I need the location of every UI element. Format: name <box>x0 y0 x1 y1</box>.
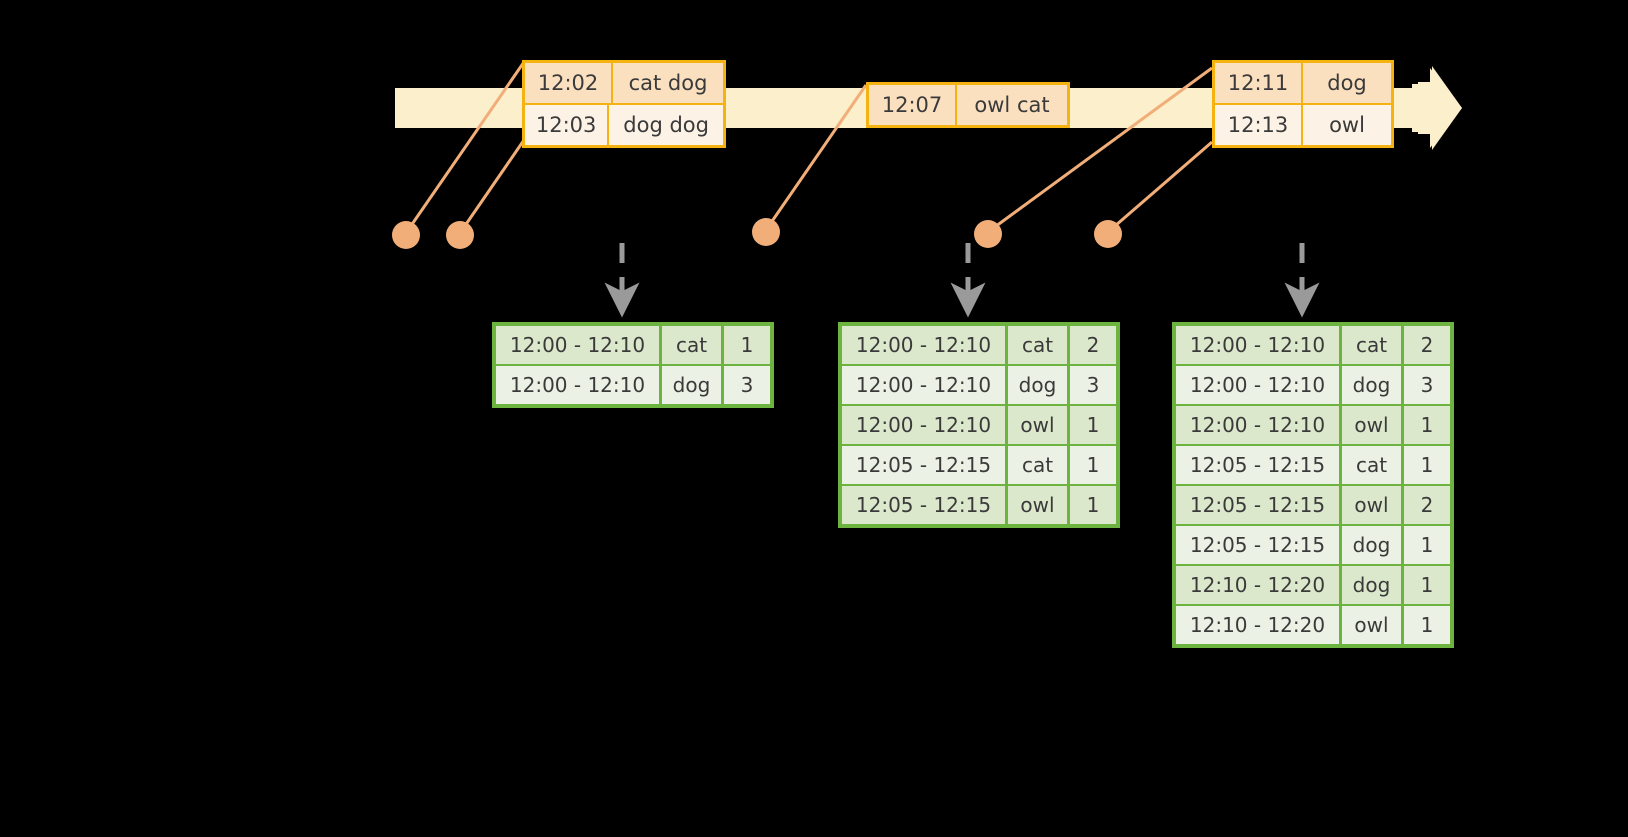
connector-dots <box>392 218 1122 249</box>
event-row[interactable]: 12:03 dog dog <box>525 103 723 145</box>
event-group-2[interactable]: 12:07 owl cat <box>866 82 1070 128</box>
table-row[interactable]: 12:05 - 12:15 dog 1 <box>1176 526 1450 566</box>
cell-count: 1 <box>1404 406 1450 444</box>
timeline-arrowhead-solid <box>1418 66 1462 150</box>
event-row[interactable]: 12:02 cat dog <box>525 63 723 103</box>
cell-count: 1 <box>1404 566 1450 604</box>
table-row[interactable]: 12:05 - 12:15 cat 1 <box>842 446 1116 486</box>
table-row[interactable]: 12:00 - 12:10 cat 2 <box>1176 326 1450 366</box>
connector-dot-5 <box>1094 220 1122 248</box>
event-row[interactable]: 12:11 dog <box>1215 63 1391 103</box>
cell-count: 3 <box>1070 366 1116 404</box>
cell-key: dog <box>1342 526 1404 564</box>
table-row[interactable]: 12:05 - 12:15 owl 2 <box>1176 486 1450 526</box>
table-row[interactable]: 12:00 - 12:10 cat 2 <box>842 326 1116 366</box>
cell-key: owl <box>1342 486 1404 524</box>
cell-count: 1 <box>1404 526 1450 564</box>
result-table-2[interactable]: 12:00 - 12:10 cat 2 12:00 - 12:10 dog 3 … <box>838 322 1120 528</box>
connector-dot-4 <box>974 220 1002 248</box>
cell-window: 12:10 - 12:20 <box>1176 566 1342 604</box>
cell-count: 1 <box>1070 446 1116 484</box>
table-row[interactable]: 12:05 - 12:15 owl 1 <box>842 486 1116 524</box>
cell-window: 12:00 - 12:10 <box>496 326 662 364</box>
event-payload: cat dog <box>628 71 708 95</box>
cell-key: owl <box>1342 606 1404 644</box>
cell-window: 12:05 - 12:15 <box>842 446 1008 484</box>
cell-key: dog <box>662 366 724 404</box>
cell-count: 2 <box>1070 326 1116 364</box>
cell-key: cat <box>1342 446 1404 484</box>
cell-count: 1 <box>724 326 770 364</box>
table-row[interactable]: 12:10 - 12:20 owl 1 <box>1176 606 1450 644</box>
table-row[interactable]: 12:05 - 12:15 cat 1 <box>1176 446 1450 486</box>
cell-count: 3 <box>1404 366 1450 404</box>
connector-line-2 <box>458 139 526 234</box>
cell-window: 12:05 - 12:15 <box>1176 446 1342 484</box>
cell-count: 2 <box>1404 326 1450 364</box>
table-row[interactable]: 12:00 - 12:10 dog 3 <box>1176 366 1450 406</box>
cell-key: cat <box>1008 446 1070 484</box>
table-row[interactable]: 12:00 - 12:10 owl 1 <box>1176 406 1450 446</box>
cell-window: 12:00 - 12:10 <box>496 366 662 404</box>
table-row[interactable]: 12:00 - 12:10 dog 3 <box>496 366 770 404</box>
timeline-arrowhead <box>1412 68 1462 148</box>
cell-window: 12:05 - 12:15 <box>1176 526 1342 564</box>
result-table-3[interactable]: 12:00 - 12:10 cat 2 12:00 - 12:10 dog 3 … <box>1172 322 1454 648</box>
cell-window: 12:00 - 12:10 <box>842 406 1008 444</box>
event-time: 12:02 <box>525 63 613 103</box>
cell-window: 12:00 - 12:10 <box>1176 406 1342 444</box>
cell-window: 12:00 - 12:10 <box>1176 326 1342 364</box>
event-payload: dog <box>1327 71 1367 95</box>
table-row[interactable]: 12:00 - 12:10 cat 1 <box>496 326 770 366</box>
event-time: 12:13 <box>1215 105 1303 145</box>
table-row[interactable]: 12:10 - 12:20 dog 1 <box>1176 566 1450 606</box>
connector-line-1 <box>404 61 526 234</box>
cell-count: 1 <box>1404 446 1450 484</box>
connector-line-5 <box>1107 140 1213 234</box>
cell-key: cat <box>1342 326 1404 364</box>
event-row[interactable]: 12:07 owl cat <box>869 85 1067 125</box>
event-time: 12:03 <box>525 105 610 145</box>
table-row[interactable]: 12:00 - 12:10 dog 3 <box>842 366 1116 406</box>
event-group-3[interactable]: 12:11 dog 12:13 owl <box>1212 60 1394 148</box>
connector-line-3 <box>764 84 868 231</box>
cell-key: cat <box>1008 326 1070 364</box>
cell-key: owl <box>1008 486 1070 524</box>
cell-count: 3 <box>724 366 770 404</box>
event-group-1[interactable]: 12:02 cat dog 12:03 dog dog <box>522 60 726 148</box>
cell-window: 12:00 - 12:10 <box>842 326 1008 364</box>
connector-dot-3 <box>752 218 780 246</box>
cell-key: cat <box>662 326 724 364</box>
cell-count: 2 <box>1404 486 1450 524</box>
cell-count: 1 <box>1404 606 1450 644</box>
dashed-arrows <box>604 243 1320 318</box>
cell-key: dog <box>1008 366 1070 404</box>
cell-key: dog <box>1342 566 1404 604</box>
event-payload: dog dog <box>623 113 709 137</box>
connector-dot-1 <box>392 221 420 249</box>
cell-key: dog <box>1342 366 1404 404</box>
connector-dot-2 <box>446 221 474 249</box>
event-payload: owl <box>1329 113 1365 137</box>
event-row[interactable]: 12:13 owl <box>1215 103 1391 145</box>
cell-window: 12:00 - 12:10 <box>842 366 1008 404</box>
event-time: 12:07 <box>869 85 957 125</box>
cell-key: owl <box>1342 406 1404 444</box>
cell-count: 1 <box>1070 406 1116 444</box>
table-row[interactable]: 12:00 - 12:10 owl 1 <box>842 406 1116 446</box>
cell-window: 12:10 - 12:20 <box>1176 606 1342 644</box>
cell-window: 12:05 - 12:15 <box>1176 486 1342 524</box>
event-payload: owl cat <box>974 93 1050 117</box>
cell-window: 12:05 - 12:15 <box>842 486 1008 524</box>
result-table-1[interactable]: 12:00 - 12:10 cat 1 12:00 - 12:10 dog 3 <box>492 322 774 408</box>
cell-key: owl <box>1008 406 1070 444</box>
event-time: 12:11 <box>1215 63 1303 103</box>
cell-window: 12:00 - 12:10 <box>1176 366 1342 404</box>
cell-count: 1 <box>1070 486 1116 524</box>
